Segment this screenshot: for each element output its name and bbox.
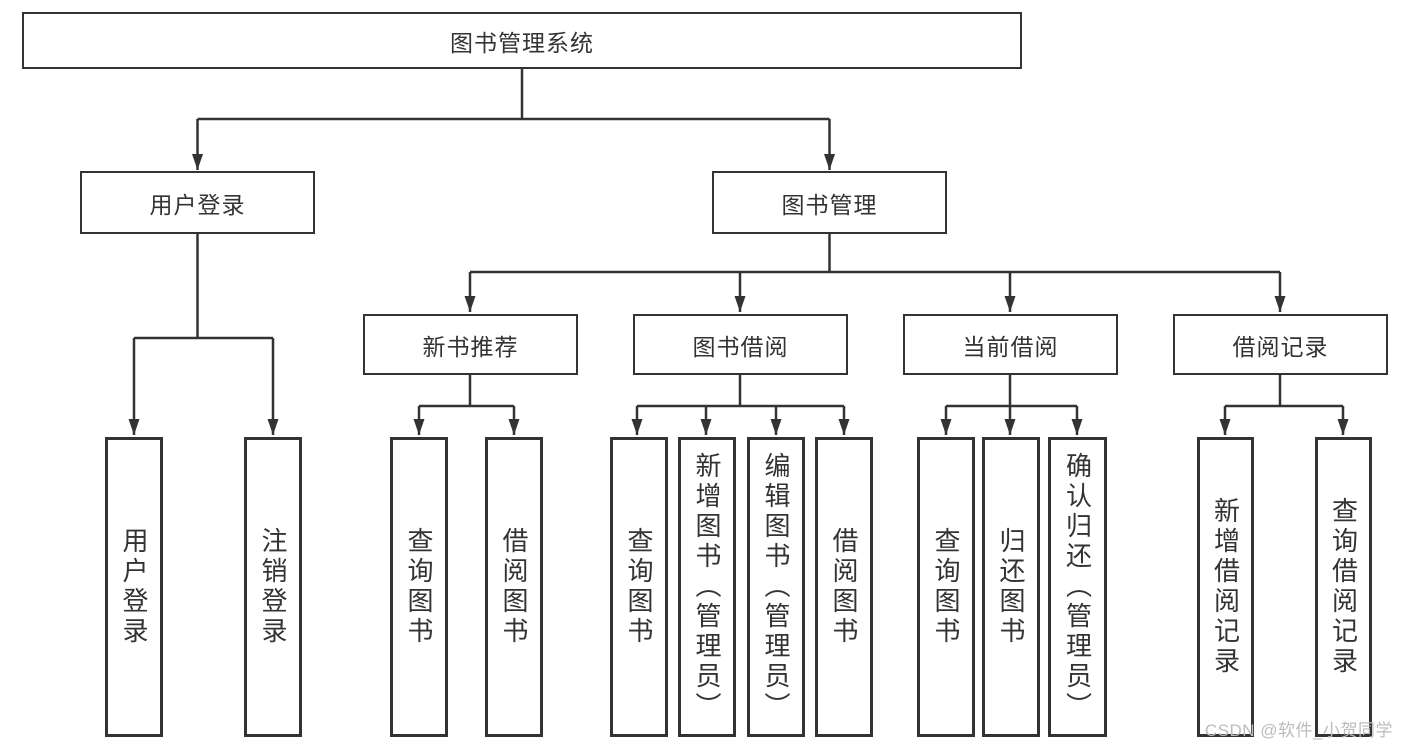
node-new-book-recommend: 新书推荐: [363, 314, 578, 375]
node-book-borrowing: 图书借阅: [633, 314, 848, 375]
leaf-add-borrow-record: 新增借阅记录: [1197, 437, 1254, 737]
csdn-watermark: CSDN @软件_小贺同学: [1204, 721, 1393, 740]
leaf-borrow-books: 借阅图书: [485, 437, 543, 737]
leaf-return-books: 归还图书: [982, 437, 1040, 737]
node-current-borrowing: 当前借阅: [903, 314, 1118, 375]
node-library-management-system: 图书管理系统: [22, 12, 1022, 69]
leaf-borrow-books: 借阅图书: [815, 437, 873, 737]
node-borrowing-records: 借阅记录: [1173, 314, 1388, 375]
leaf-query-books: 查询图书: [917, 437, 975, 737]
node-user-login: 用户登录: [80, 171, 315, 234]
node-book-management: 图书管理: [712, 171, 947, 234]
leaf-query-books: 查询图书: [390, 437, 448, 737]
leaf-logout: 注销登录: [244, 437, 302, 737]
leaf-edit-books-admin: 编辑图书（管理员）: [747, 437, 805, 737]
leaf-user-login: 用户登录: [105, 437, 163, 737]
leaf-query-books: 查询图书: [610, 437, 668, 737]
tree-arrows: [128, 119, 1349, 435]
leaf-query-borrow-record: 查询借阅记录: [1315, 437, 1372, 737]
leaf-confirm-return-admin: 确认归还（管理员）: [1048, 437, 1107, 737]
leaf-add-books-admin: 新增图书（管理员）: [678, 437, 736, 737]
